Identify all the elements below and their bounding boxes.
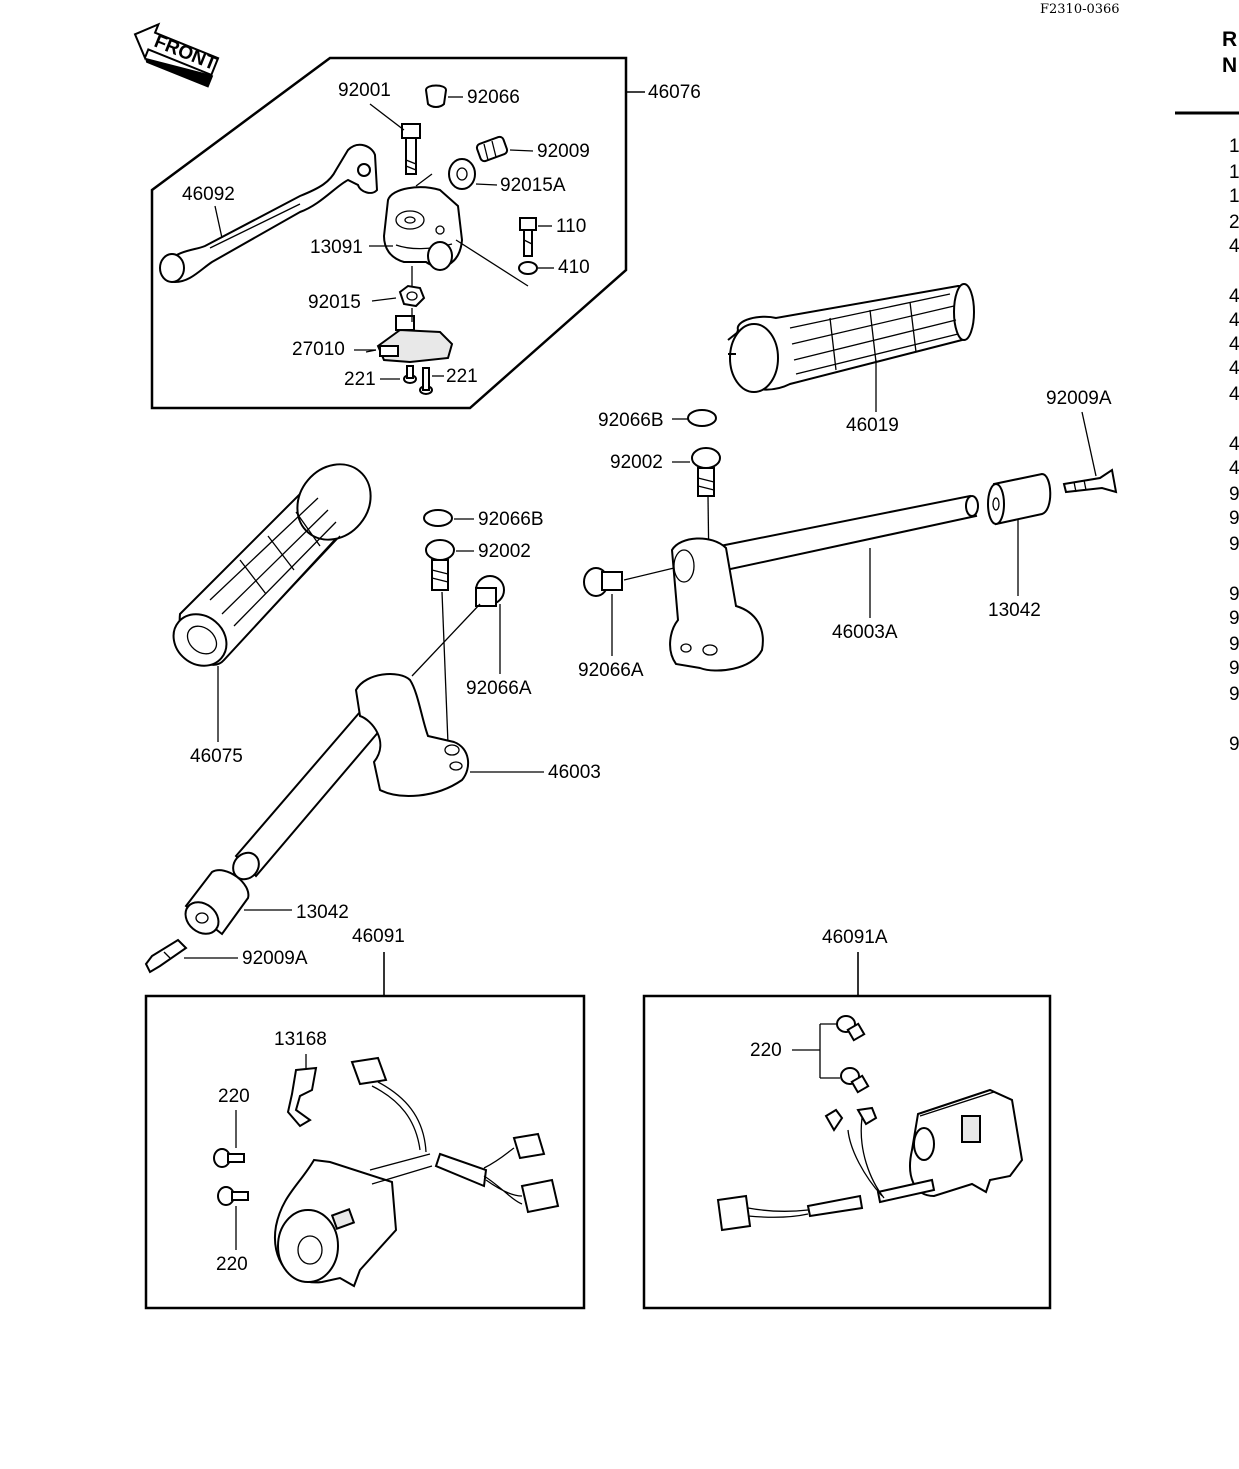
clamp-cap-left: [475, 575, 505, 607]
label-46076: 46076: [648, 82, 701, 103]
switch-clamp-plate: [286, 1066, 318, 1128]
bar-end-weight-right: [987, 472, 1052, 526]
partial-parts-table: R N 1 1 1 2 4 4 4 4 4 4 4 4 9 9 9 9 9 9 9 9 9: [1175, 28, 1239, 755]
table-ref-entry: 9: [1229, 684, 1239, 705]
table-ref-entry: 2: [1229, 212, 1239, 233]
table-ref-entry: 9: [1229, 508, 1239, 529]
drawing-code: F2310-0366: [1040, 2, 1120, 17]
label-46092: 46092: [182, 184, 235, 205]
label-220-a: 220: [218, 1086, 250, 1107]
end-screw-left: [144, 938, 188, 974]
label-92009: 92009: [537, 141, 590, 162]
label-92066B-left: 92066B: [478, 509, 544, 530]
label-92066A-right: 92066A: [578, 660, 644, 681]
label-110: 110: [556, 216, 586, 237]
label-13042-left: 13042: [296, 902, 349, 923]
table-ref-entry: 9: [1229, 734, 1239, 755]
table-ref-entry: 4: [1229, 434, 1239, 455]
label-46019: 46019: [846, 415, 899, 436]
dust-cap: [424, 84, 448, 108]
right-throttle-grip: [727, 283, 975, 393]
label-13091: 13091: [310, 237, 363, 258]
table-ref-entry: 4: [1229, 310, 1239, 331]
switch-screw-c: [836, 1015, 866, 1042]
adjuster-nut: [448, 158, 476, 190]
label-92066A-left: 92066A: [466, 678, 532, 699]
clamp-cap-right: [583, 567, 623, 597]
label-220-b: 220: [216, 1254, 248, 1275]
clutch-switch: [365, 315, 454, 364]
label-220-c: 220: [750, 1040, 782, 1061]
bracket-screw: [519, 217, 537, 257]
label-27010: 27010: [292, 339, 345, 360]
table-ref-entry: 4: [1229, 286, 1239, 307]
table-ref-entry: 4: [1229, 458, 1239, 479]
right-switch-box: [642, 994, 1052, 1310]
label-221-right: 221: [446, 366, 478, 387]
label-46003: 46003: [548, 762, 601, 783]
label-13168: 13168: [274, 1029, 327, 1050]
label-92009A-left: 92009A: [242, 948, 308, 969]
left-switch-box: [144, 994, 586, 1310]
washer: [518, 261, 538, 275]
label-92002-left: 92002: [478, 541, 531, 562]
left-handlebar-grip: [172, 463, 372, 667]
table-ref-entry: 9: [1229, 484, 1239, 505]
switch-screw-b: [217, 1186, 249, 1206]
table-ref-entry: 4: [1229, 334, 1239, 355]
table-ref-entry: 9: [1229, 584, 1239, 605]
plug-right: [687, 409, 717, 427]
front-arrow: FRONT: [133, 22, 220, 88]
table-ref-entry: 4: [1229, 384, 1239, 405]
table-ref-entry: 9: [1229, 534, 1239, 555]
table-ref-entry: 1: [1229, 162, 1239, 183]
label-46003A: 46003A: [832, 622, 898, 643]
table-ref-entry: 9: [1229, 608, 1239, 629]
label-13042-right: 13042: [988, 600, 1041, 621]
table-header-line2: N: [1222, 54, 1237, 77]
left-handlebar: [232, 673, 470, 881]
bar-end-weight-left: [184, 869, 250, 936]
table-ref-entry: 4: [1229, 358, 1239, 379]
label-92001: 92001: [338, 80, 391, 101]
label-92009A-right: 92009A: [1046, 388, 1112, 409]
table-ref-entry: 4: [1229, 236, 1239, 257]
lock-nut: [398, 284, 426, 308]
cable-adjuster: [475, 135, 509, 163]
label-92015: 92015: [308, 292, 361, 313]
lever-assembly-outline: [150, 56, 628, 410]
label-92002-right: 92002: [610, 452, 663, 473]
switch-screw-a: [213, 1148, 245, 1168]
right-handlebar-switch: [716, 1088, 1024, 1232]
right-handlebar: [669, 494, 979, 672]
switch-screw-right: [419, 367, 433, 395]
label-46091A: 46091A: [822, 927, 888, 948]
table-header-line1: R: [1222, 28, 1237, 51]
table-ref-entry: 9: [1229, 658, 1239, 679]
switch-screw-d: [840, 1067, 870, 1094]
table-ref-entry: 9: [1229, 634, 1239, 655]
table-ref-column: 1 1 1 2 4 4 4 4 4 4 4 4 9 9 9 9 9 9 9 9 9: [1229, 136, 1239, 755]
table-ref-entry: 1: [1229, 186, 1239, 207]
switch-screw-left: [403, 365, 417, 384]
label-92066B-right: 92066B: [598, 410, 664, 431]
label-92066: 92066: [467, 87, 520, 108]
clamp-bolt-left: [425, 539, 455, 591]
left-handlebar-switch: [273, 1056, 560, 1288]
clamp-bolt-right: [691, 447, 721, 497]
label-221-left: 221: [344, 369, 376, 390]
label-92015A: 92015A: [500, 175, 566, 196]
plug-left: [423, 509, 453, 527]
table-ref-entry: 1: [1229, 136, 1239, 157]
label-410: 410: [558, 257, 590, 278]
label-46091: 46091: [352, 926, 405, 947]
lever-bracket: [382, 186, 464, 271]
label-46075: 46075: [190, 746, 243, 767]
end-screw-right: [1062, 468, 1118, 494]
pivot-bolt: [401, 123, 421, 175]
clutch-lever: [159, 143, 379, 284]
